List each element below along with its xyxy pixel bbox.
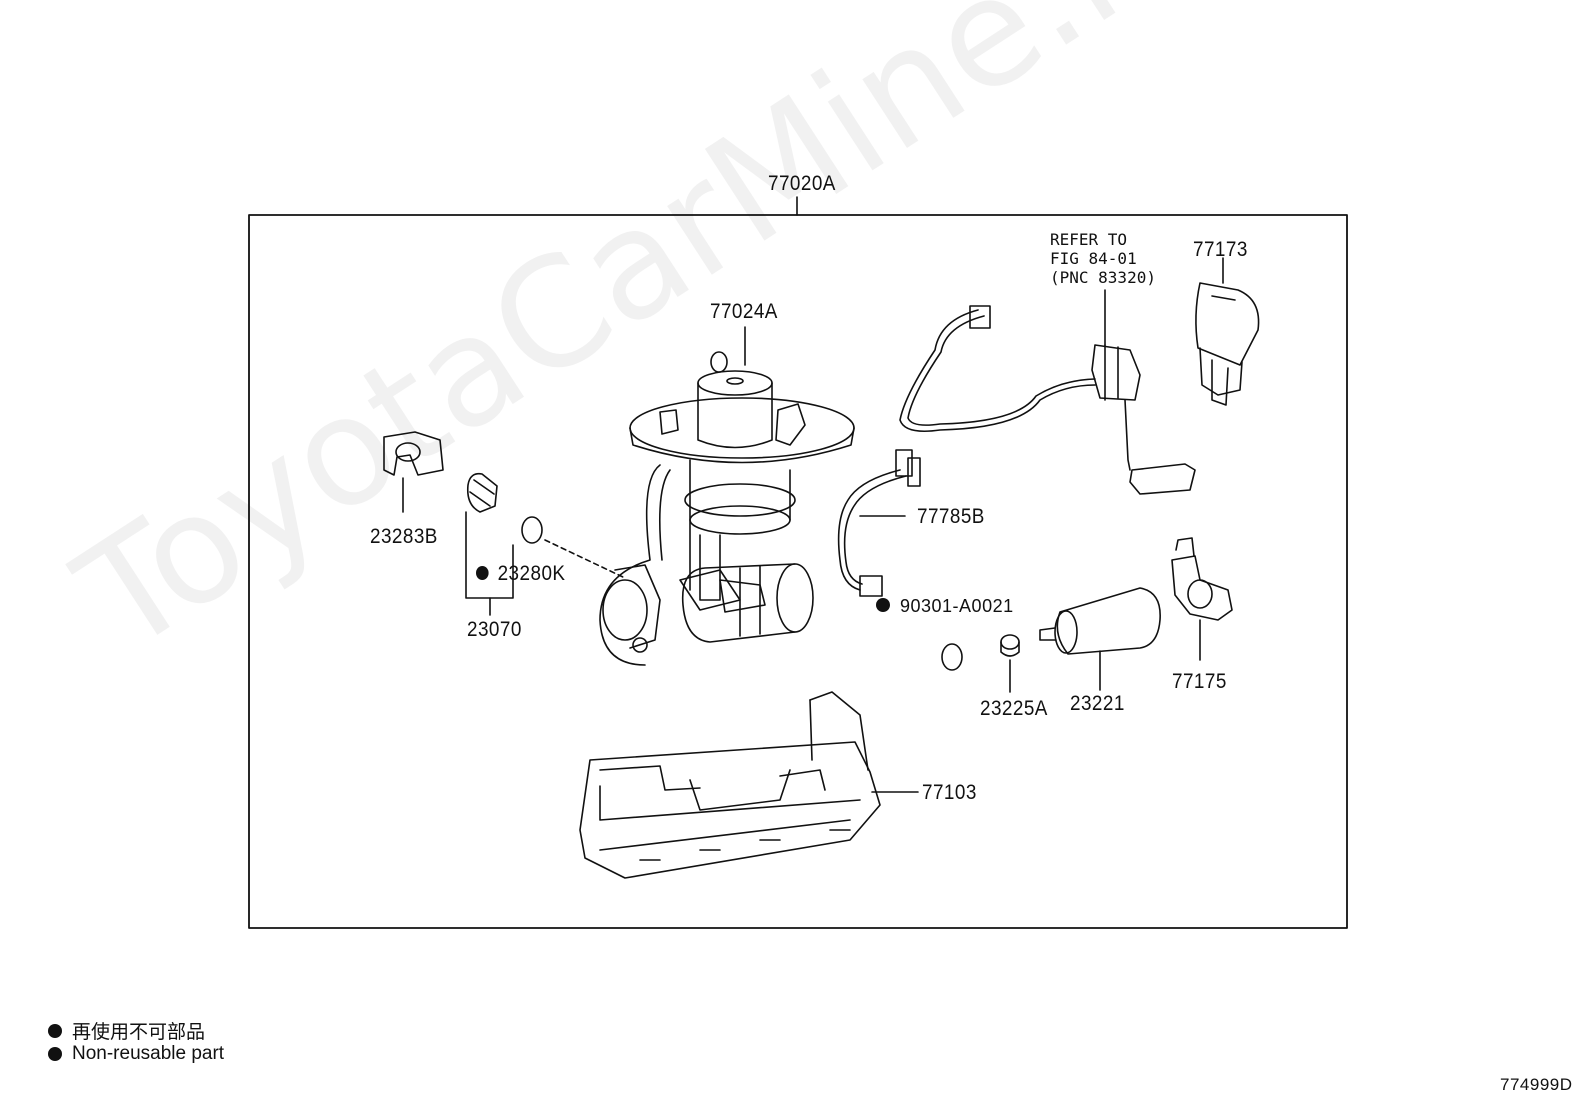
label-23283B: 23283B: [370, 525, 438, 548]
refer-note: REFER TO FIG 84-01 (PNC 83320): [1050, 230, 1156, 287]
wire-harness-77785B-illustration: [837, 449, 921, 597]
refer-note-line3: (PNC 83320): [1050, 268, 1156, 287]
figure-id: 774999D: [1500, 1075, 1573, 1094]
label-90301-A0021: 90301-A0021: [876, 596, 1014, 617]
non-reusable-dot-icon: [48, 1047, 62, 1061]
label-77785B: 77785B: [917, 505, 985, 528]
bushing-23225A-illustration: [1000, 634, 1020, 693]
fitting-23070-illustration: [465, 472, 626, 616]
sender-cover-77173-illustration: [1195, 257, 1260, 406]
label-23221: 23221: [1070, 692, 1125, 715]
label-77024A: 77024A: [710, 300, 778, 323]
label-23280K: 23280K: [476, 562, 565, 586]
refer-note-line1: REFER TO: [1050, 230, 1128, 249]
label-77173: 77173: [1193, 238, 1248, 261]
bracket-77175-illustration: [1171, 537, 1233, 661]
non-reusable-dot-icon: [48, 1023, 62, 1038]
non-reusable-dot-icon: [876, 598, 890, 612]
label-23225A: 23225A: [980, 697, 1048, 720]
pump-module-77024A-illustration: [599, 351, 855, 666]
sender-gauge-illustration: [899, 305, 1196, 495]
tray-77103-illustration: [579, 691, 919, 879]
oring-90301-illustration: [941, 643, 963, 671]
label-77020A: 77020A: [768, 172, 836, 195]
non-reusable-dot-icon: [476, 566, 489, 580]
legend-item-japanese: 再使用不可部品: [48, 1017, 205, 1044]
clamp-23283B-illustration: [383, 431, 444, 513]
legend-item-english: Non-reusable part: [48, 1043, 224, 1065]
label-77175: 77175: [1172, 670, 1227, 693]
label-23070: 23070: [467, 618, 522, 641]
refer-note-line2: FIG 84-01: [1050, 249, 1137, 268]
fuel-pump-23221-illustration: [1039, 587, 1161, 691]
assembly-frame: [248, 214, 1348, 929]
label-77103: 77103: [922, 781, 977, 804]
